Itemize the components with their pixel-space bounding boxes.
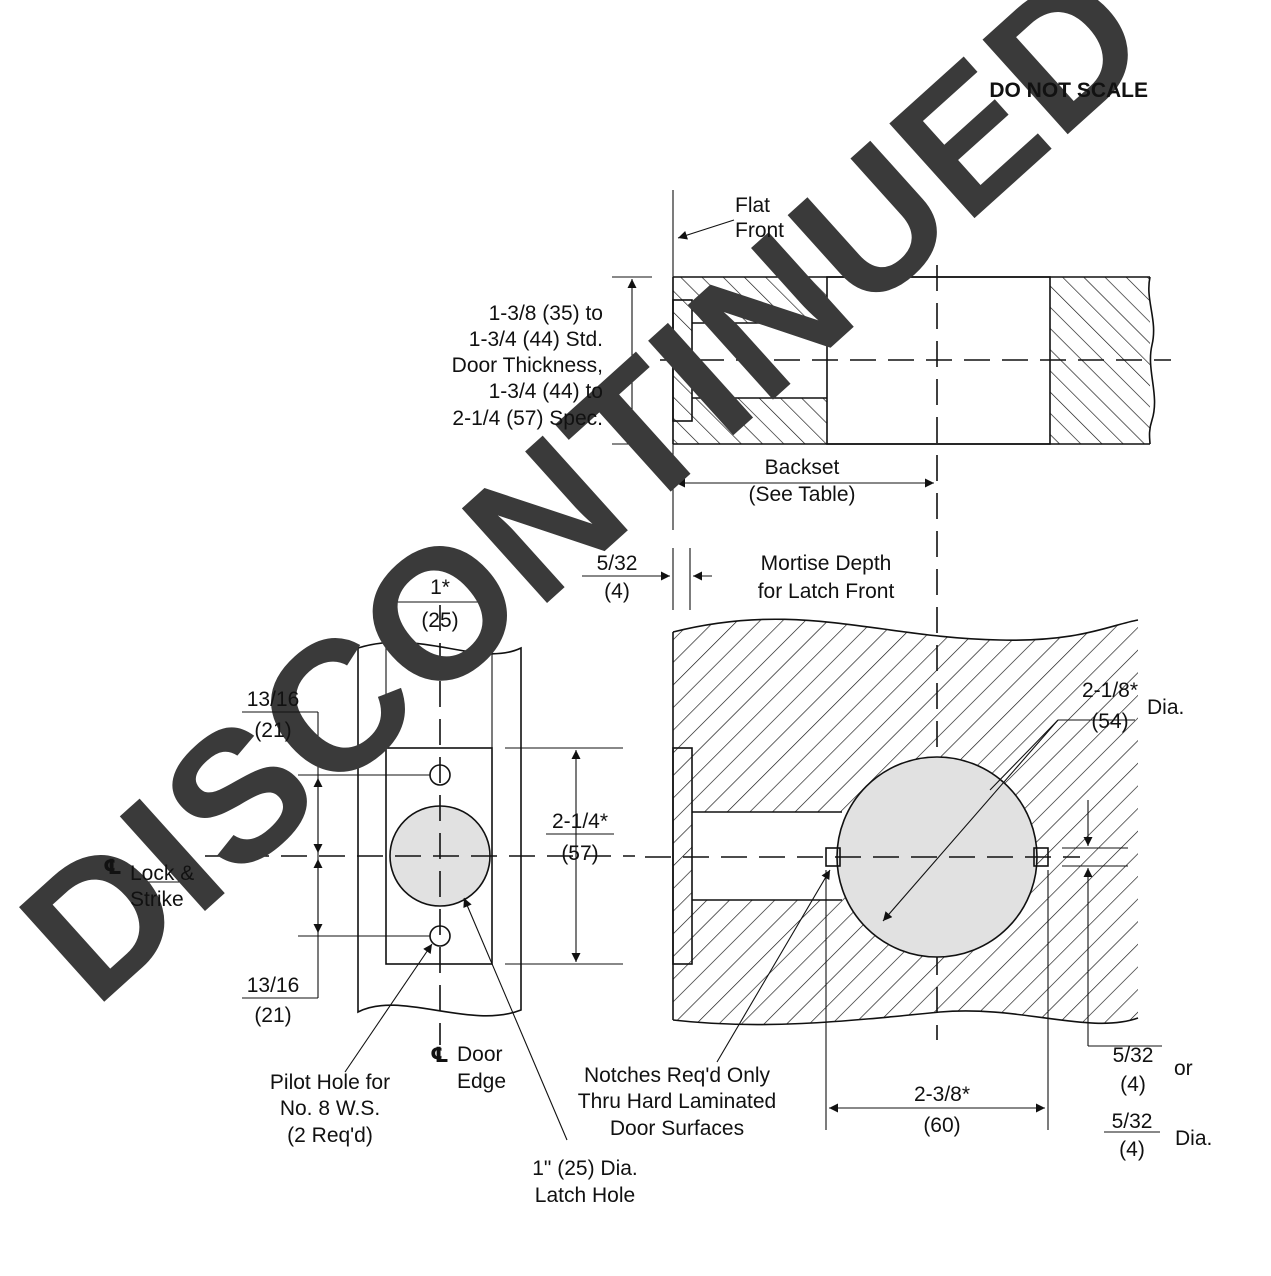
top-section-view — [582, 190, 1171, 1040]
height-dimension: 2-1/4* (57) — [552, 810, 608, 865]
svg-text:Door: Door — [457, 1043, 503, 1066]
svg-text:2-3/8*: 2-3/8* — [914, 1083, 970, 1106]
svg-text:Door Surfaces: Door Surfaces — [610, 1117, 744, 1140]
svg-text:1" (25) Dia.: 1" (25) Dia. — [532, 1157, 638, 1180]
svg-text:(4): (4) — [1119, 1138, 1145, 1161]
svg-text:13/16: 13/16 — [247, 688, 300, 711]
svg-text:1-3/4 (44) to: 1-3/4 (44) to — [489, 380, 603, 403]
centerline-symbol: ℄ — [430, 1044, 449, 1067]
svg-text:2-1/4*: 2-1/4* — [552, 810, 608, 833]
flat-front-label: Flat Front — [735, 194, 784, 242]
svg-text:1-3/8 (35) to: 1-3/8 (35) to — [489, 302, 603, 325]
svg-text:Flat: Flat — [735, 194, 770, 217]
svg-text:Lock &: Lock & — [130, 862, 194, 885]
svg-text:(57): (57) — [561, 842, 598, 865]
backset-label: Backset (See Table) — [748, 456, 855, 506]
notch-depth-dimension: 5/32 (4) or — [1113, 1044, 1193, 1096]
svg-text:5/32: 5/32 — [1113, 1044, 1154, 1067]
svg-text:(54): (54) — [1091, 710, 1128, 733]
svg-text:5/32: 5/32 — [1112, 1110, 1153, 1133]
svg-text:for Latch Front: for Latch Front — [758, 580, 895, 603]
face-top-break — [672, 618, 1139, 641]
svg-text:(21): (21) — [254, 719, 291, 742]
notch-diameter-dimension: 5/32 (4) Dia. — [1112, 1110, 1213, 1161]
svg-text:(21): (21) — [254, 1004, 291, 1027]
face-bottom-break — [672, 1010, 1139, 1026]
svg-text:5/32: 5/32 — [597, 552, 638, 575]
svg-text:Front: Front — [735, 219, 784, 242]
lower-offset-dimension: 13/16 (21) — [247, 974, 300, 1027]
svg-text:(4): (4) — [1120, 1073, 1146, 1096]
top-break-line — [1148, 276, 1156, 445]
svg-text:1-3/4 (44) Std.: 1-3/4 (44) Std. — [469, 328, 603, 351]
svg-text:No. 8 W.S.: No. 8 W.S. — [280, 1097, 380, 1120]
do-not-scale-label: DO NOT SCALE — [989, 79, 1148, 102]
svg-text:Mortise Depth: Mortise Depth — [761, 552, 892, 575]
svg-text:(2 Req'd): (2 Req'd) — [287, 1124, 373, 1147]
door-edge-label: ℄ Door Edge — [430, 1043, 506, 1093]
pilot-hole-label: Pilot Hole for No. 8 W.S. (2 Req'd) — [270, 1071, 390, 1147]
svg-text:2-1/8*: 2-1/8* — [1082, 679, 1138, 702]
notches-label: Notches Req'd Only Thru Hard Laminated D… — [578, 1064, 776, 1140]
edge-door-outline — [357, 641, 522, 1017]
svg-text:13/16: 13/16 — [247, 974, 300, 997]
svg-text:or: or — [1174, 1057, 1193, 1080]
edge-width-dimension: 1* (25) — [421, 576, 458, 632]
svg-text:Dia.: Dia. — [1147, 696, 1184, 719]
svg-text:Door Thickness,: Door Thickness, — [452, 354, 603, 377]
lock-strike-label: ℄ Lock & Strike — [103, 856, 194, 911]
notch-spacing-dimension: 2-3/8* (60) — [914, 1083, 970, 1137]
svg-text:Edge: Edge — [457, 1070, 506, 1093]
latch-hole-label: 1" (25) Dia. Latch Hole — [532, 1157, 638, 1207]
svg-text:Latch Hole: Latch Hole — [535, 1184, 635, 1207]
bore-diameter-dimension: 2-1/8* (54) Dia. — [1082, 679, 1184, 733]
svg-text:Thru Hard Laminated: Thru Hard Laminated — [578, 1090, 776, 1113]
door-thickness-label: 1-3/8 (35) to 1-3/4 (44) Std. Door Thick… — [452, 302, 603, 430]
svg-text:1*: 1* — [430, 576, 450, 599]
face-section-view — [645, 618, 1162, 1133]
svg-text:2-1/4 (57) Spec.: 2-1/4 (57) Spec. — [452, 407, 603, 430]
upper-offset-dimension: 13/16 (21) — [247, 688, 300, 742]
svg-text:(60): (60) — [923, 1114, 960, 1137]
svg-text:Notches Req'd Only: Notches Req'd Only — [584, 1064, 771, 1087]
face-latch-front — [672, 747, 693, 965]
svg-text:Pilot Hole for: Pilot Hole for — [270, 1071, 390, 1094]
svg-text:Dia.: Dia. — [1175, 1127, 1212, 1150]
mortise-depth-dimension: 5/32 (4) Mortise Depth for Latch Front — [597, 552, 895, 603]
svg-text:Backset: Backset — [765, 456, 840, 479]
svg-text:Strike: Strike — [130, 888, 184, 911]
svg-text:(4): (4) — [604, 580, 630, 603]
svg-text:(See Table): (See Table) — [748, 483, 855, 506]
centerline-symbol: ℄ — [103, 856, 122, 879]
edge-view — [128, 595, 635, 1141]
svg-text:(25): (25) — [421, 609, 458, 632]
